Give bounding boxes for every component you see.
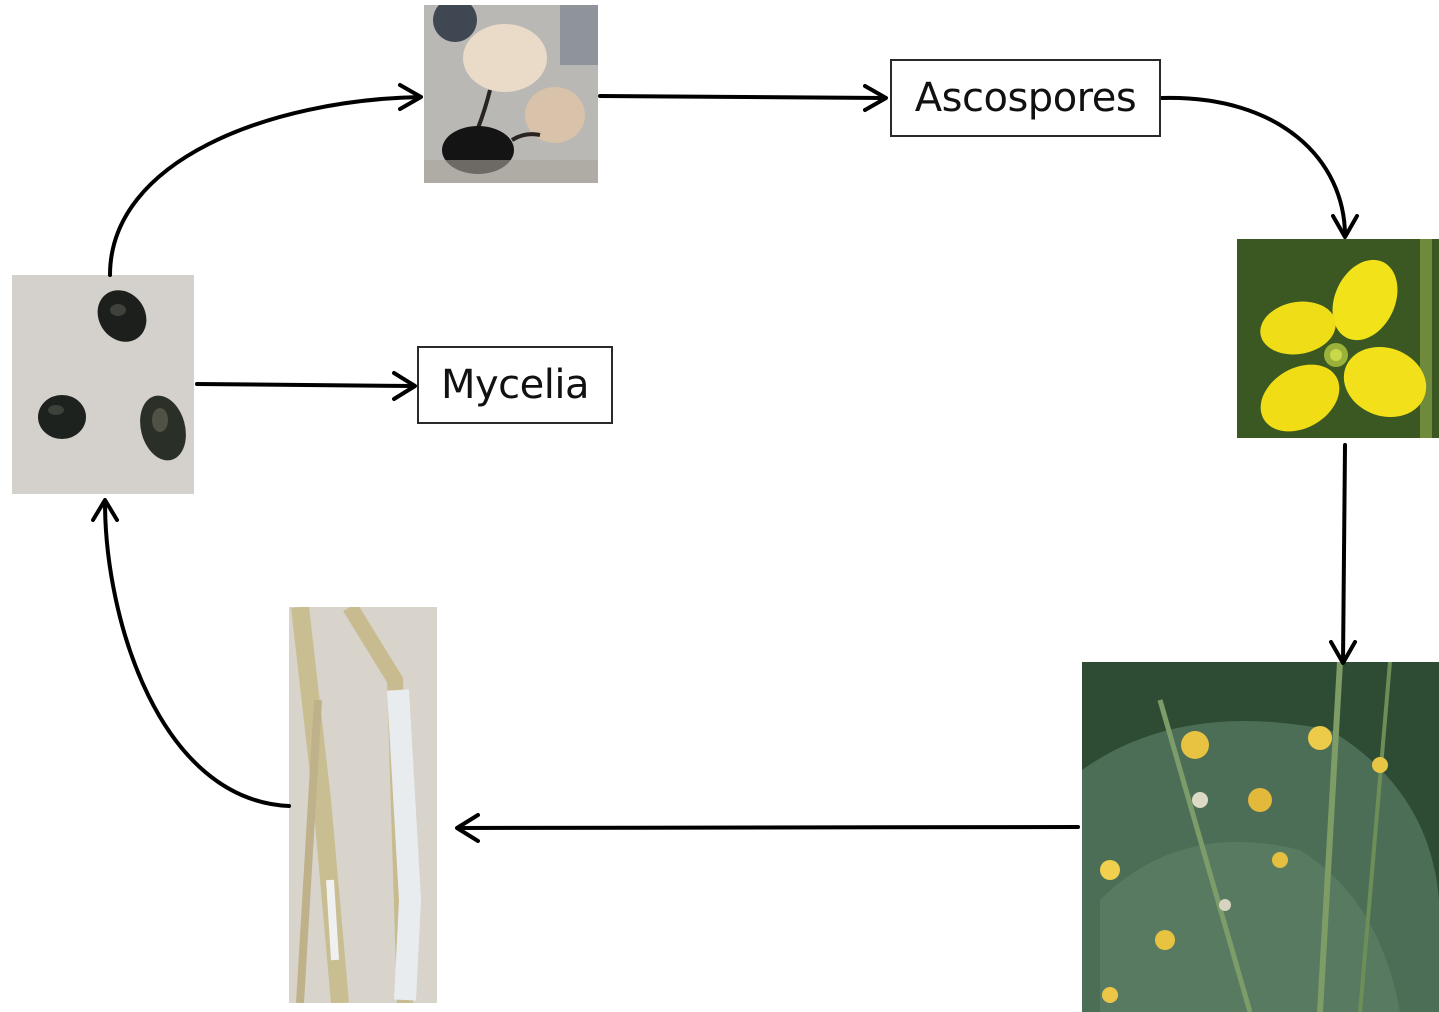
infected-stems-photo	[289, 607, 437, 1003]
infected-leaves-photo	[1082, 662, 1439, 1012]
arrow-stems-to-sclerotia	[105, 502, 289, 806]
apothecia-photo	[424, 0, 598, 183]
sclerotia-photo	[12, 275, 194, 494]
ascospores-text: Ascospores	[915, 75, 1136, 121]
ascospores-label: Ascospores	[890, 59, 1161, 137]
arrow-sclerotia-to-apothecia	[110, 97, 420, 275]
arrow-leaves-to-stems	[458, 827, 1078, 828]
arrow-ascospores-to-flower	[1162, 98, 1345, 236]
mycelia-label: Mycelia	[417, 346, 613, 424]
arrow-apothecia-to-ascospores	[600, 96, 884, 98]
arrow-sclerotia-to-mycelia	[197, 384, 414, 386]
yellow-flower-photo	[1237, 239, 1439, 445]
arrow-flower-to-leaves	[1343, 445, 1345, 662]
mycelia-text: Mycelia	[441, 362, 589, 408]
